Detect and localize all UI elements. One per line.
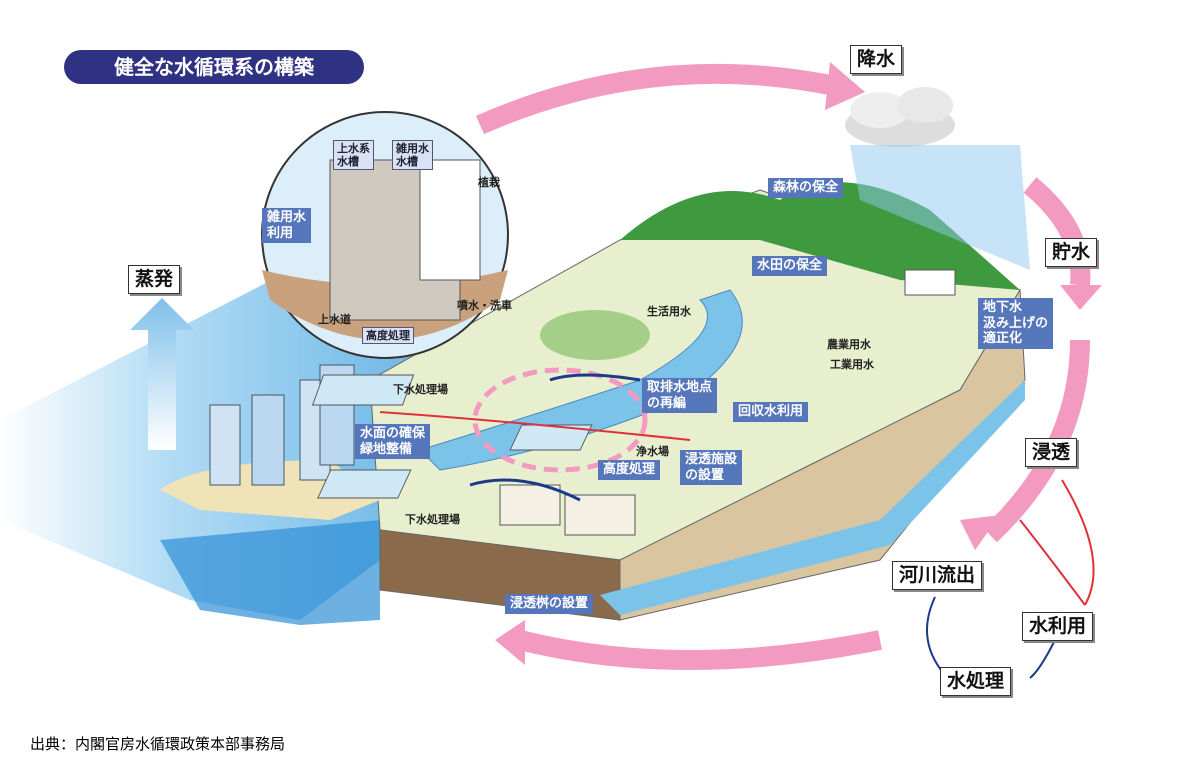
water-supply-label: 上水道 xyxy=(318,313,351,326)
evaporation-arrow xyxy=(130,298,194,450)
cycle-water-treatment: 水処理 xyxy=(940,667,1012,696)
sewage-plant xyxy=(311,374,415,406)
citation: 出典：内閣官房水循環政策本部事務局 xyxy=(30,735,286,753)
groundwater-label: 地下水 汲み上げの 適正化 xyxy=(978,298,1054,349)
underground-river xyxy=(600,380,1025,615)
fountain-carwash-label: 噴水・洗車 xyxy=(457,299,512,312)
domestic-water-label: 生活用水 xyxy=(647,305,691,318)
cycle-river-runoff: 河川流出 xyxy=(892,561,983,590)
gray-tank-label: 雑用水 水槽 xyxy=(392,140,433,171)
cycle-storage: 貯水 xyxy=(1045,238,1098,267)
advanced-treatment-inset-label: 高度処理 xyxy=(362,327,414,345)
agricultural-water-label: 農業用水 xyxy=(827,338,871,351)
purification-plant xyxy=(509,424,593,451)
cycle-infiltration: 浸透 xyxy=(1025,438,1078,467)
intake-outfall-label: 取排水地点 の再編 xyxy=(642,378,718,414)
cycle-water-use: 水利用 xyxy=(1022,612,1094,641)
purification-plant-label: 浄水場 xyxy=(636,445,669,458)
recycled-water-label: 回収水利用 xyxy=(733,402,809,422)
sewage-plant-label-2: 下水処理場 xyxy=(405,513,460,526)
page-title: 健全な水循環系の構築 xyxy=(64,50,364,84)
infiltration-basin-label: 浸透桝の設置 xyxy=(505,594,594,614)
waterfront-label: 水面の確保 緑地整備 xyxy=(355,424,431,460)
tower xyxy=(209,404,241,486)
rain-cloud-icon xyxy=(845,87,1030,270)
sea-lower xyxy=(160,520,380,625)
tower xyxy=(251,394,285,486)
gray-water-use-label: 雑用水 利用 xyxy=(262,208,312,244)
cycle-precipitation: 降水 xyxy=(850,45,903,74)
office xyxy=(564,494,636,536)
reorganization-loop xyxy=(472,367,648,473)
planting-label: 植栽 xyxy=(478,176,500,189)
sewage-plant-label: 下水処理場 xyxy=(393,383,448,396)
forest-conservation-label: 森林の保全 xyxy=(768,178,844,198)
paddy-conservation-label: 水田の保全 xyxy=(752,256,828,276)
infiltration-facility-label: 浸透施設 の設置 xyxy=(680,450,743,486)
factory xyxy=(904,269,956,296)
industrial-water-label: 工業用水 xyxy=(830,358,874,371)
office xyxy=(499,484,561,526)
sewage-plant xyxy=(317,469,412,499)
cycle-evaporation: 蒸発 xyxy=(128,265,181,294)
potable-tank-label: 上水系 水槽 xyxy=(333,140,374,171)
village xyxy=(540,310,650,360)
advanced-treatment-label: 高度処理 xyxy=(598,460,661,480)
